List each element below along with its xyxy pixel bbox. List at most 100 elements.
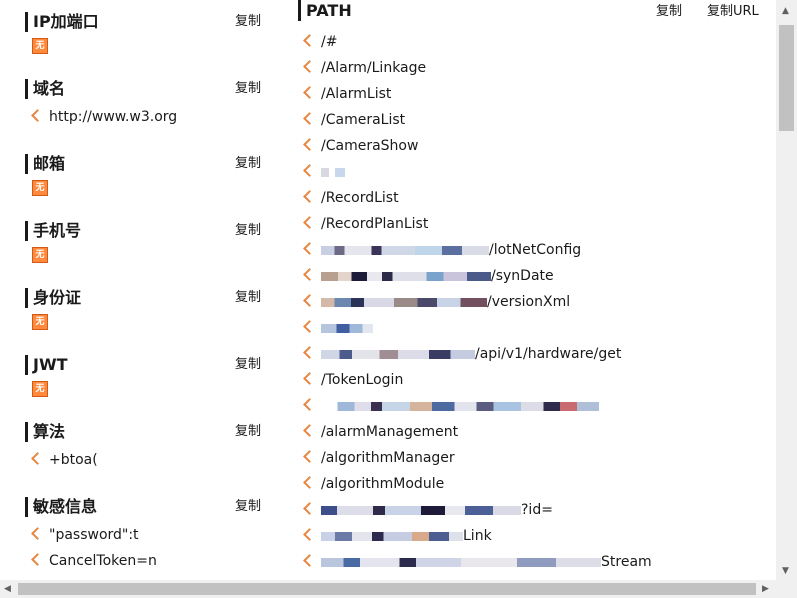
vertical-scrollbar[interactable]: ▲ ▼ [776, 0, 797, 580]
path-item[interactable] [302, 162, 345, 182]
copy-button[interactable]: 复制 [235, 290, 262, 305]
list-item[interactable]: "password":t [30, 525, 139, 545]
path-text: /algorithmModule [321, 476, 445, 492]
copy-button[interactable]: 复制 [235, 14, 262, 29]
section-phone: 手机号 复制 无 [25, 219, 270, 263]
copy-button[interactable]: 复制 [235, 81, 262, 96]
path-item[interactable]: /AlarmList [302, 84, 391, 104]
vertical-scroll-thumb[interactable] [779, 25, 794, 131]
path-text: /RecordList [321, 190, 399, 206]
path-text: /Alarm/Linkage [321, 60, 427, 76]
copy-button[interactable]: 复制 [235, 357, 262, 372]
path-item[interactable]: /CameraShow [302, 136, 418, 156]
path-item[interactable]: Link [302, 526, 492, 546]
path-item[interactable] [302, 396, 599, 416]
copy-button[interactable]: 复制 [235, 499, 262, 514]
path-item[interactable] [302, 318, 373, 338]
path-item[interactable]: /lotNetConfig [302, 240, 581, 260]
scrollbar-corner [776, 580, 797, 598]
chevron-left-icon [31, 553, 44, 566]
copy-button[interactable]: 复制 [235, 156, 262, 171]
copy-url-button[interactable]: 复制URL [707, 4, 759, 19]
redacted-block [321, 271, 491, 281]
path-item[interactable]: /# [302, 32, 337, 52]
section-bar [25, 154, 28, 174]
path-item[interactable]: /RecordList [302, 188, 399, 208]
redacted-block [335, 167, 345, 177]
path-item[interactable]: /api/v1/hardware/get [302, 344, 621, 364]
chevron-left-icon [303, 216, 316, 229]
redacted-block [321, 167, 329, 177]
path-item[interactable]: /TokenLogin [302, 370, 403, 390]
chevron-left-icon [303, 294, 316, 307]
chevron-left-icon [303, 34, 316, 47]
list-item[interactable]: +btoa( [30, 450, 98, 470]
section-title: IP加端口 [33, 12, 99, 31]
path-text: /TokenLogin [321, 372, 404, 388]
item-text: CancelToken=n [49, 553, 157, 569]
path-text: /CameraShow [321, 138, 419, 154]
path-text: /alarmManagement [321, 424, 459, 440]
path-panel: PATH 复制 复制URL /# /Alarm/Linkage /AlarmLi… [296, 0, 776, 580]
section-title: 邮箱 [33, 154, 66, 173]
section-bar [25, 355, 28, 375]
left-panel: IP加端口 复制 无 域名 复制 http://www.w3.org 邮箱 复制… [0, 0, 275, 580]
section-domain: 域名 复制 http://www.w3.org [25, 77, 270, 125]
chevron-left-icon [31, 527, 44, 540]
path-text: /CameraList [321, 112, 406, 128]
path-item[interactable]: /alarmManagement [302, 422, 458, 442]
section-bar [25, 497, 28, 517]
redacted-block [321, 505, 521, 515]
horizontal-scrollbar[interactable]: ◀ ▶ [0, 580, 776, 598]
horizontal-scroll-thumb[interactable] [18, 583, 756, 595]
path-item[interactable]: /Alarm/Linkage [302, 58, 426, 78]
chevron-left-icon [303, 268, 316, 281]
path-text: Link [463, 528, 492, 544]
list-item[interactable]: http://www.w3.org [30, 107, 177, 127]
scroll-up-arrow-icon[interactable]: ▲ [782, 6, 789, 16]
path-text: ?id= [521, 502, 553, 518]
chevron-left-icon [303, 190, 316, 203]
chevron-left-icon [31, 109, 44, 122]
path-text: /lotNetConfig [489, 242, 582, 258]
scroll-down-arrow-icon[interactable]: ▼ [782, 566, 789, 576]
path-text: /# [321, 34, 338, 50]
empty-icon: 无 [32, 247, 48, 263]
section-id-card: 身份证 复制 无 [25, 286, 270, 330]
redacted-block [321, 401, 599, 411]
item-text: http://www.w3.org [49, 109, 178, 125]
section-bar [298, 0, 301, 21]
path-text: /RecordPlanList [321, 216, 429, 232]
path-item[interactable]: /versionXml [302, 292, 570, 312]
chevron-left-icon [303, 242, 316, 255]
path-text: /AlarmList [321, 86, 392, 102]
path-item[interactable]: /CameraList [302, 110, 405, 130]
chevron-left-icon [303, 320, 316, 333]
empty-icon: 无 [32, 381, 48, 397]
chevron-left-icon [303, 528, 316, 541]
list-item[interactable]: CancelToken=n [30, 551, 157, 571]
copy-button[interactable]: 复制 [656, 4, 683, 19]
redacted-block [321, 531, 463, 541]
chevron-left-icon [303, 112, 316, 125]
copy-button[interactable]: 复制 [235, 424, 262, 439]
path-item[interactable]: /algorithmManager [302, 448, 455, 468]
path-item[interactable]: /RecordPlanList [302, 214, 428, 234]
section-title: 域名 [33, 79, 66, 98]
chevron-left-icon [31, 452, 44, 465]
section-bar [25, 221, 28, 241]
path-item[interactable]: /synDate [302, 266, 554, 286]
path-item[interactable]: ?id= [302, 500, 553, 520]
scroll-right-arrow-icon[interactable]: ▶ [762, 584, 769, 594]
chevron-left-icon [303, 86, 316, 99]
path-item[interactable]: Stream [302, 552, 652, 572]
section-ip-port: IP加端口 复制 无 [25, 10, 270, 54]
chevron-left-icon [303, 164, 316, 177]
path-text: Stream [601, 554, 652, 570]
section-title: 算法 [33, 422, 66, 441]
copy-button[interactable]: 复制 [235, 223, 262, 238]
chevron-left-icon [303, 346, 316, 359]
section-bar [25, 422, 28, 442]
path-item[interactable]: /algorithmModule [302, 474, 444, 494]
scroll-left-arrow-icon[interactable]: ◀ [4, 584, 11, 594]
